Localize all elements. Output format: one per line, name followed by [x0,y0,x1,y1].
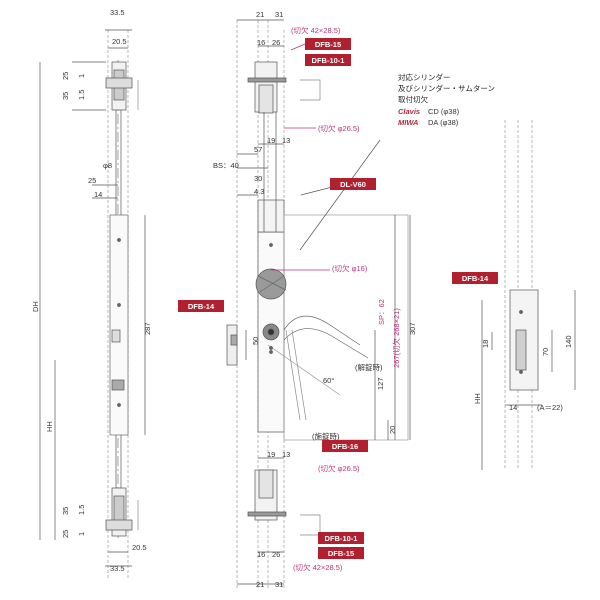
tag-dfb15-bot-text: DFB-15 [328,549,354,558]
dim-33-5-bot: 33.5 [110,564,125,573]
dim-25-mid: 25 [88,176,96,185]
cutout-42-top: (切欠 42×28.5) [291,25,341,35]
dim-31-top: 31 [275,10,283,19]
dim-dh: DH [31,301,40,312]
tag-dfb15-top: DFB-15 [305,38,351,50]
cutout-26-bot: (切欠 φ26.5) [318,463,360,473]
dim-31-bot: 31 [275,580,283,589]
dim-33-5-top: 33.5 [110,8,125,17]
tag-dfb101-top-text: DFB-10-1 [312,56,345,65]
left-elevation [39,29,146,580]
dim-16-bot: 16 [257,550,265,559]
dim-4-3: 4.3 [254,187,264,196]
dim-21-top: 21 [256,10,264,19]
cylinder-note-line3: 取付切欠 [398,94,428,104]
label-unlock: (解錠時) [355,362,383,372]
dim-phi8: φ8 [103,161,112,170]
tag-dlv60-text: DL-V60 [340,180,366,189]
dim-13-top: 13 [282,136,290,145]
dim-14-right: 14 [509,403,517,412]
cylinder-note-line2: 及びシリンダー・サムターン [398,83,495,93]
tag-dfb16-text: DFB-16 [332,442,358,451]
label-a22: (A＝22) [537,403,563,412]
dim-307: 307 [408,322,417,335]
dim-hh-right: HH [473,393,482,404]
right-elevation [481,120,576,470]
dim-35-bot: 35 [61,507,70,515]
dim-20: 20 [388,426,397,434]
cylinder-note-line1: 対応シリンダー [398,72,451,82]
tag-dfb14-right: DFB-14 [452,272,498,284]
dim-bs40: BS：40 [213,161,239,170]
miwa-value: DA (φ38) [428,118,459,127]
dim-13-bot: 13 [282,450,290,459]
dim-18: 18 [481,340,490,348]
brand-clavis: Clavis [398,107,420,116]
dim-hh-left: HH [45,421,54,432]
tag-dfb15-bot: DFB-15 [318,547,364,559]
tag-dlv60: DL-V60 [330,178,376,190]
dim-26-bot: 26 [272,550,280,559]
dim-16-top: 16 [257,38,265,47]
dim-20-5-top: 20.5 [112,37,127,46]
dim-26-top: 26 [272,38,280,47]
center-elevation [226,19,411,590]
cutout-phi16: (切欠 φ16) [332,263,368,273]
tag-dfb14-right-text: DFB-14 [462,274,489,283]
dim-19-top: 19 [267,136,275,145]
brand-miwa: MIWA [398,118,418,127]
dim-19-bot: 19 [267,450,275,459]
tag-dfb101-bot-text: DFB-10-1 [325,534,358,543]
label-60deg: 60° [323,376,334,385]
tag-dfb15-top-text: DFB-15 [315,40,341,49]
tag-dfb101-top: DFB-10-1 [305,54,351,66]
clavis-value: CD (φ38) [428,107,460,116]
dim-1-bot: 1 [77,532,86,536]
dim-57: 57 [254,145,262,154]
dim-1-top: 1 [77,74,86,78]
dim-70: 70 [541,348,550,356]
dim-1-5-bot: 1.5 [77,505,86,515]
tag-dfb16: DFB-16 [322,440,368,452]
dim-14: 14 [94,190,102,199]
dim-50: 50 [251,337,260,345]
dim-21-bot: 21 [256,580,264,589]
cutout-42-bot: (切欠 42×28.5) [293,562,343,572]
dim-25-top: 25 [61,72,70,80]
dim-sp62: SP：62 [377,299,386,325]
dim-140: 140 [564,335,573,348]
cutout-26-top: (切欠 φ26.5) [318,123,360,133]
dim-30: 30 [254,174,262,183]
dim-127: 127 [376,377,385,390]
tag-dfb14-mid: DFB-14 [178,300,224,312]
tag-dfb14-mid-text: DFB-14 [188,302,215,311]
dim-25-bot: 25 [61,530,70,538]
dim-35-top: 35 [61,92,70,100]
label-lock: (施錠時) [312,431,340,441]
dim-1-5-top: 1.5 [77,90,86,100]
dim-20-5-bot: 20.5 [132,543,147,552]
dim-287: 287 [143,322,152,335]
cutout-268: 267(切欠 268×21) [391,308,401,368]
tag-dfb101-bot: DFB-10-1 [318,532,364,544]
